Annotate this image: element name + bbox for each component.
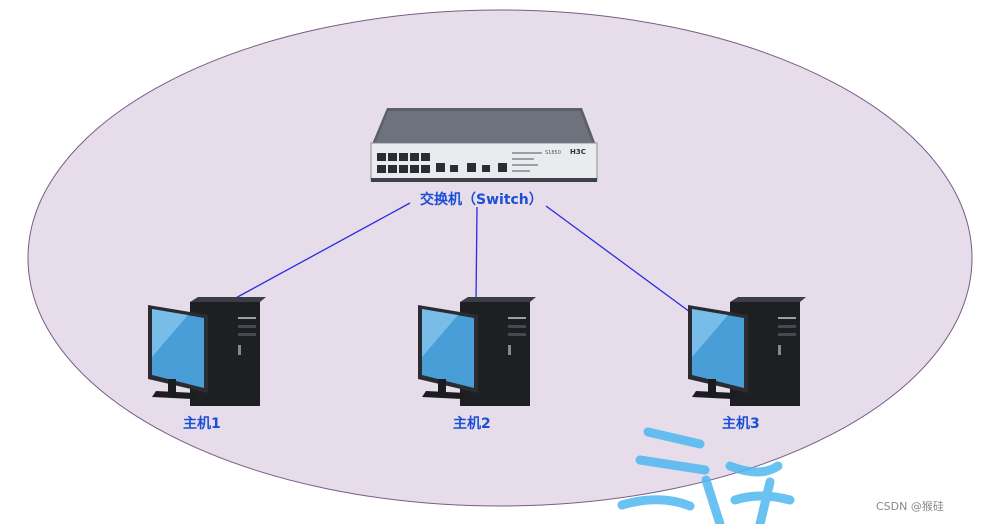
switch-label: 交换机（Switch） — [420, 192, 543, 208]
watermark-text: CSDN @猴硅 — [876, 500, 944, 513]
network-boundary-ellipse — [27, 9, 973, 507]
link-switch-host1 — [231, 202, 411, 301]
svg-text:H3C: H3C — [570, 148, 586, 156]
host3-label: 主机3 — [722, 416, 760, 432]
computer-icon-host2 — [418, 297, 536, 406]
computer-icon-host1 — [148, 297, 266, 406]
watermark-logo-icon — [617, 427, 795, 528]
host2-label: 主机2 — [453, 416, 491, 432]
svg-text:S1850: S1850 — [545, 150, 561, 156]
switch-device-icon: S1850 H3C — [370, 108, 598, 182]
link-switch-host2 — [475, 206, 478, 304]
host1-label: 主机1 — [183, 416, 221, 432]
computer-icon-host3 — [688, 297, 806, 406]
link-switch-host3 — [545, 205, 691, 313]
